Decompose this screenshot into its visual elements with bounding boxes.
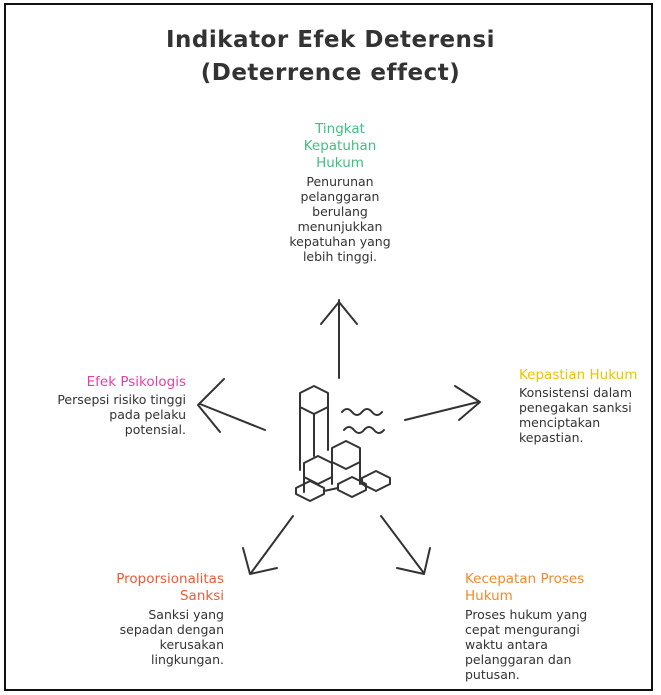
node-bottom-left-title-line: Proporsionalitas: [116, 571, 224, 587]
arrow-bottom-left: [242, 515, 294, 575]
node-left-title-line: Efek Psikologis: [86, 374, 186, 390]
node-right-description: Konsistensi dalam penegakan sanksi menci…: [519, 385, 651, 445]
node-top-title-line: Kepatuhan: [303, 138, 377, 154]
node-right-desc-line: kepastian.: [519, 430, 584, 445]
node-bottom-right: Kecepatan Proses Hukum Proses hukum yang…: [465, 571, 645, 682]
arrow-bottom-right: [380, 515, 431, 575]
node-left-description: Persepsi risiko tinggi pada pelaku poten…: [14, 392, 186, 437]
node-right: Kepastian Hukum Konsistensi dalam penega…: [519, 367, 651, 445]
node-top-desc-line: menunjukkan: [297, 219, 383, 234]
node-bottom-right-desc-line: putusan.: [465, 667, 520, 682]
node-bottom-left-desc-line: sepadan dengan: [119, 622, 224, 637]
arrow-left: [197, 378, 266, 433]
node-bottom-left-desc-line: lingkungan.: [151, 652, 224, 667]
arrow-right: [404, 385, 481, 421]
node-bottom-left: Proporsionalitas Sanksi Sanksi yang sepa…: [60, 571, 224, 667]
node-right-desc-line: Konsistensi dalam: [519, 385, 633, 400]
node-top-desc-line: lebih tinggi.: [302, 249, 378, 264]
node-top: Tingkat Kepatuhan Hukum Penurunan pelang…: [250, 121, 430, 264]
node-bottom-right-desc-line: Proses hukum yang: [465, 607, 588, 622]
node-bottom-right-title-line: Hukum: [465, 588, 513, 604]
node-right-desc-line: penegakan sanksi: [519, 400, 632, 415]
hexagon-cluster-waves-icon: [295, 385, 391, 502]
node-left-desc-line: Persepsi risiko tinggi: [57, 392, 186, 407]
diagram-frame: [4, 3, 653, 691]
node-bottom-left-desc-line: Sanksi yang: [148, 607, 224, 622]
node-top-title: Tingkat Kepatuhan Hukum: [250, 121, 430, 172]
node-bottom-right-desc-line: waktu antara: [465, 637, 548, 652]
node-bottom-right-desc-line: pelanggaran dan: [465, 652, 572, 667]
node-left: Efek Psikologis Persepsi risiko tinggi p…: [14, 374, 186, 437]
node-bottom-left-desc-line: kerusakan: [159, 637, 224, 652]
node-right-desc-line: menciptakan: [519, 415, 601, 430]
node-right-title: Kepastian Hukum: [519, 367, 651, 384]
node-top-description: Penurunan pelanggaran berulang menunjukk…: [250, 174, 430, 264]
diagram-title-line-2: (Deterrence effect): [200, 60, 461, 86]
node-top-title-line: Tingkat: [315, 121, 365, 137]
node-left-desc-line: potensial.: [124, 422, 186, 437]
node-bottom-left-title-line: Sanksi: [179, 588, 224, 604]
node-bottom-right-title: Kecepatan Proses Hukum: [465, 571, 645, 605]
node-bottom-right-description: Proses hukum yang cepat mengurangi waktu…: [465, 607, 645, 682]
node-bottom-right-title-line: Kecepatan Proses: [465, 571, 585, 587]
node-top-desc-line: Penurunan: [306, 174, 374, 189]
node-left-title: Efek Psikologis: [14, 374, 186, 391]
arrow-up: [320, 299, 358, 379]
node-bottom-left-title: Proporsionalitas Sanksi: [60, 571, 224, 605]
node-top-desc-line: kepatuhan yang: [289, 234, 391, 249]
diagram-title-line-1: Indikator Efek Deterensi: [165, 27, 496, 53]
node-left-desc-line: pada pelaku: [109, 407, 186, 422]
node-top-desc-line: pelanggaran: [300, 189, 380, 204]
node-top-desc-line: berulang: [312, 204, 368, 219]
node-bottom-right-desc-line: cepat mengurangi: [465, 622, 580, 637]
node-top-title-line: Hukum: [316, 155, 364, 171]
node-right-title-line: Kepastian Hukum: [519, 367, 638, 383]
node-bottom-left-description: Sanksi yang sepadan dengan kerusakan lin…: [60, 607, 224, 667]
